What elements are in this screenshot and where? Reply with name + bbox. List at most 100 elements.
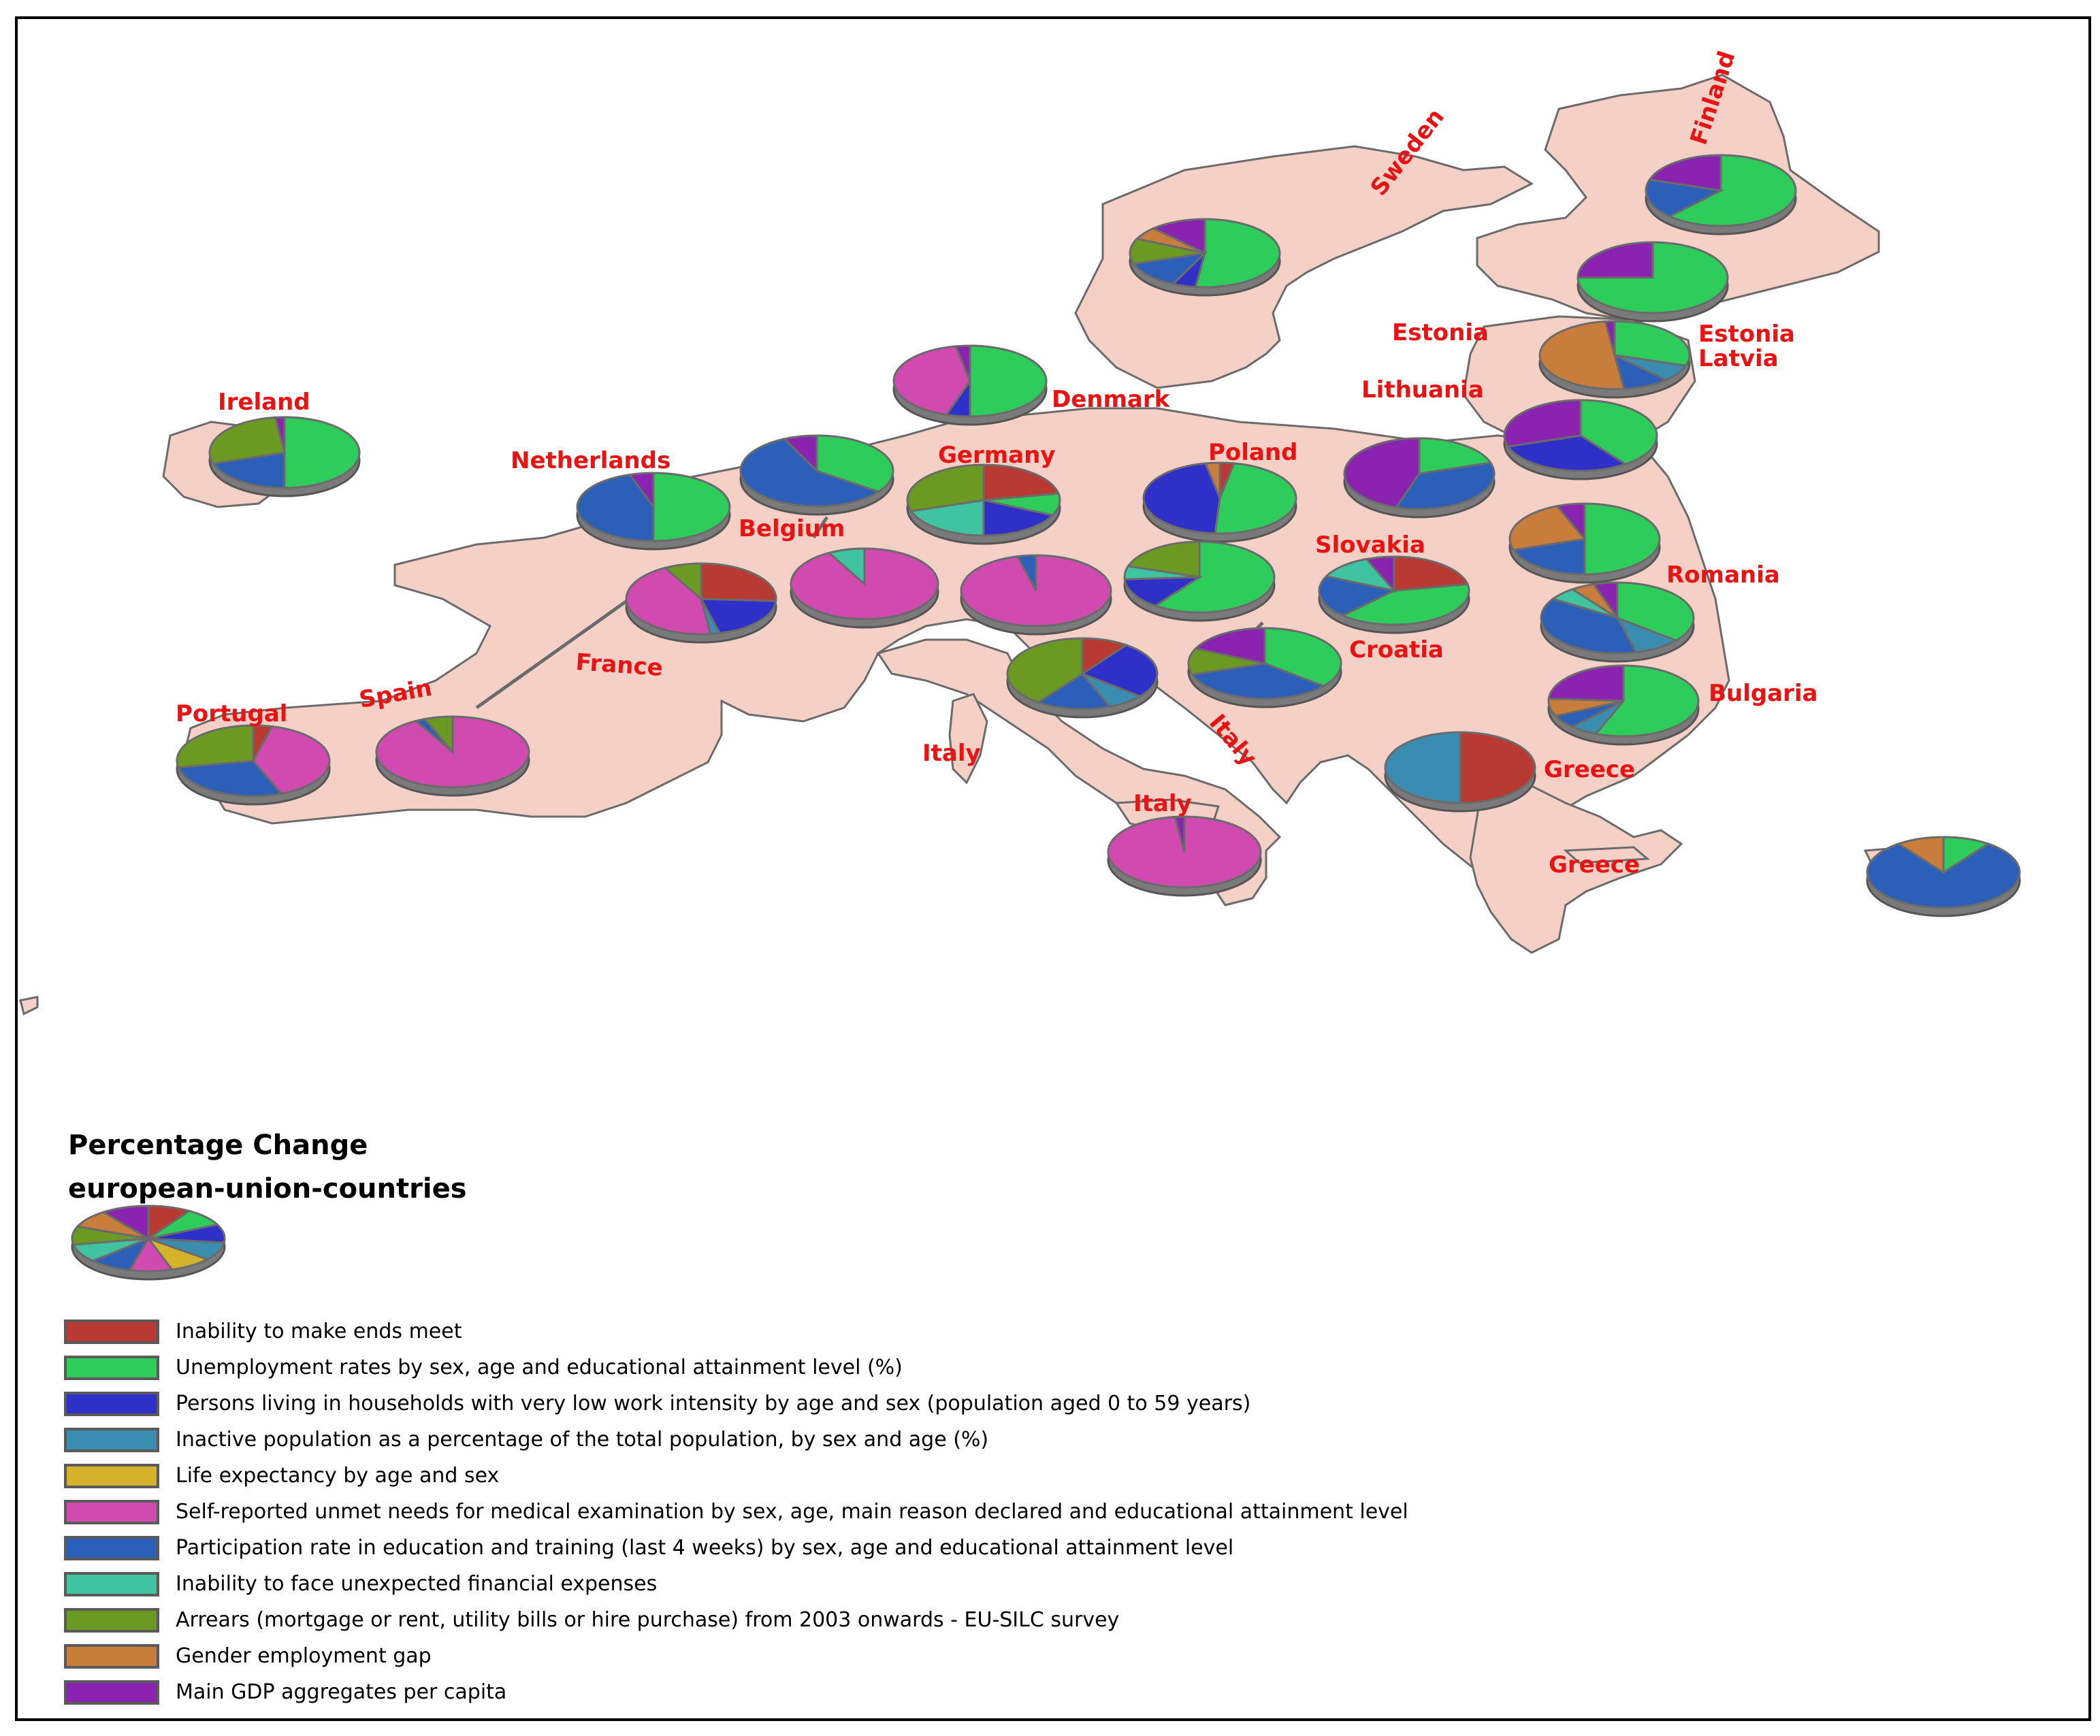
pie-slice [1613,320,1691,367]
legend-label: Inability to face unexpected financial e… [176,1572,658,1596]
legend-item: Unemployment rates by sex, age and educa… [64,1349,2038,1386]
pie-slice [739,438,882,508]
pie-slice [826,547,866,587]
pie-finland-north [1645,154,1797,235]
pie-slice [982,463,1061,502]
pie-slice [1583,502,1661,576]
legend-label: Participation rate in education and trai… [176,1536,1234,1560]
pie-croatia [1187,627,1342,708]
legend-item: Life expectancy by age and sex [64,1458,2038,1494]
pie-slice [1318,575,1398,617]
pie-slice [625,566,712,636]
label-germany: Germany [938,442,1055,469]
legend-item: Participation rate in education and trai… [64,1530,2038,1566]
pie-cyprus [1866,836,2021,917]
azores-fragment [19,996,39,1016]
legend-item: Inability to face unexpected financial e… [64,1566,2038,1602]
legend-item: Inability to make ends meet [64,1313,2038,1349]
pie-spain [375,715,530,797]
pie-slice [1194,218,1281,289]
pie-slovakia [1318,555,1470,634]
pie-slice [1645,178,1724,218]
pie-slice [1204,461,1221,499]
pie-slice [1152,540,1276,614]
pie-slice [1324,557,1398,593]
pie-slice [1594,664,1700,738]
pie-slice [1540,597,1638,655]
legend-swatch [64,1463,159,1488]
legend-label: Inactive population as a percentage of t… [176,1428,989,1452]
pie-slice [782,434,818,474]
pie-romania-north [1508,502,1661,584]
pie-france-north [625,562,777,644]
legend-label: Gender employment gap [176,1644,432,1668]
pie-slice [1647,154,1722,192]
pie-slice [422,715,454,755]
legend-item: Gender employment gap [64,1638,2038,1674]
pie-slice [283,416,361,489]
pie-slice [628,472,655,510]
legend-item: Arrears (mortgage or rent, utility bills… [64,1602,2038,1638]
pie-slice [1080,644,1159,698]
pie-slice [1667,154,1797,227]
pie-sweden [1129,218,1281,297]
label-portugal: Portugal [176,700,287,727]
pie-slice [1174,815,1186,853]
legend-swatch [64,1571,159,1596]
pie-slice [892,345,971,416]
pie-slice [815,434,894,493]
legend-label: Inability to make ends meet [176,1320,462,1343]
pie-slice [969,344,1048,418]
pie-slice [1592,581,1619,621]
legend-label: Arrears (mortgage or rent, utility bills… [176,1608,1120,1632]
label-romania: Romania [1666,561,1780,589]
continent-shape [182,407,1730,872]
label-netherlands: Netherlands [511,447,671,474]
pie-germany [906,463,1061,545]
legend-item: Self-reported unmet needs for medical ex… [64,1494,2038,1530]
label-slovakia: Slovakia [1315,531,1425,559]
label-italy-sicily: Italy [1133,790,1192,817]
pie-romania-south [1540,581,1695,663]
legend-item: Persons living in households with very l… [64,1386,2038,1422]
pie-slice [1538,320,1626,391]
pie-slice [662,562,702,602]
pie-netherlands [576,472,731,551]
pie-slice [652,472,731,542]
legend-label: Persons living in households with very l… [176,1392,1251,1415]
label-lithuania: Lithuania [1361,376,1484,404]
pie-belgium-south [790,547,939,629]
pie-slice [1131,251,1208,285]
label-latvia: Latvia [1698,345,1779,372]
pie-greece [1384,731,1536,813]
legend-label: Unemployment rates by sex, age and educa… [176,1356,903,1379]
pie-poland-west [1142,461,1297,543]
legend-label: Self-reported unmet needs for medical ex… [176,1500,1408,1524]
pie-slice [1263,627,1342,687]
pie-slice [1393,555,1470,592]
pie-slice [700,562,777,602]
pie-slice [954,344,971,382]
pie-slice [1555,502,1586,542]
pie-slice [1896,836,1945,874]
legend-label: Main GDP aggregates per capita [176,1680,507,1704]
pie-slice [1364,555,1395,594]
pie-slice [1577,241,1654,279]
legend-swatch [64,1499,159,1524]
pie-slice [1547,664,1625,702]
legend-item: Main GDP aggregates per capita [64,1674,2038,1710]
label-croatia: Croatia [1349,636,1444,664]
label-greece-south: Greece [1549,851,1640,879]
label-poland: Poland [1208,439,1297,466]
label-italy-sardinia: Italy [922,740,981,767]
pie-slice [1123,576,1204,607]
legend-swatch [64,1355,159,1380]
pie-slice [982,499,1055,537]
pie-slice [176,724,255,769]
label-greece-north: Greece [1544,756,1635,783]
legend-item: Inactive population as a percentage of t… [64,1422,2038,1458]
legend-swatch [64,1607,159,1633]
pie-slice [1035,672,1112,710]
